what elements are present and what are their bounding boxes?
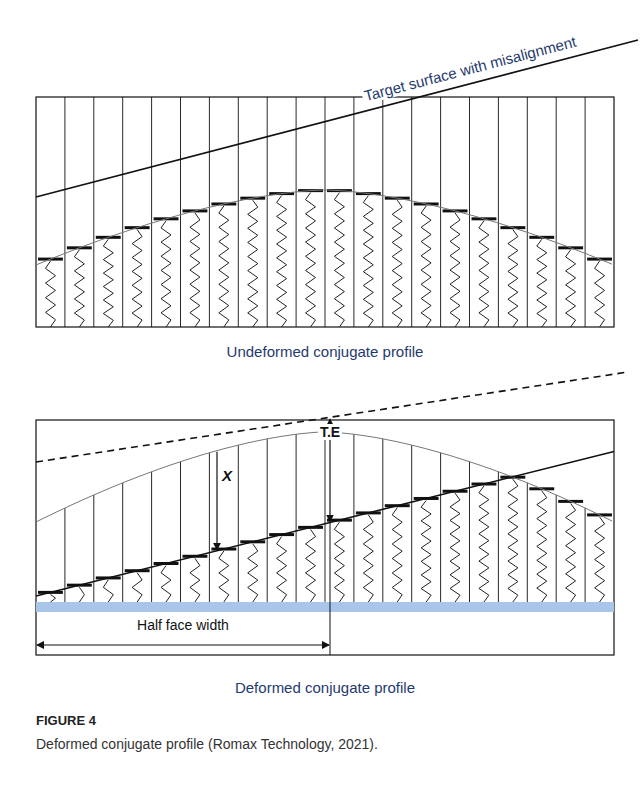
column-divider [498,472,499,602]
spring-symbol [161,566,171,603]
spring-symbol [248,544,258,602]
target-surface-line [36,452,614,597]
column-divider [556,97,557,327]
panel-frame [36,97,614,327]
spring-symbol [306,193,316,327]
spring-symbol [479,221,489,327]
x-label: X [222,467,232,484]
column-divider [122,97,123,327]
shifted-profile-curve [36,432,612,522]
spring-symbol [46,261,56,327]
column-divider [440,97,441,327]
spring-symbol [248,200,258,327]
column-divider [122,483,123,602]
column-divider [527,483,528,602]
column-divider [209,453,210,602]
spring-symbol [450,213,460,327]
column-divider [469,97,470,327]
spring-symbol [392,508,402,602]
conjugate-profile-curve [36,190,612,265]
panel-title: Deformed conjugate profile [235,679,415,696]
spring-symbol [595,261,605,327]
target-surface-line [36,40,638,197]
spring-symbol [219,206,229,327]
column-divider [64,97,65,327]
spring-symbol [219,551,229,602]
spring-symbol [190,213,200,327]
dimension-label: Half face width [137,617,229,633]
column-divider [296,434,297,602]
column-divider [411,445,412,602]
spring-symbol [103,580,113,602]
spring-symbol [450,493,460,602]
column-divider [267,439,268,602]
column-divider [382,97,383,327]
surface-label: Target surface with misalignment [360,32,580,105]
column-divider [585,508,586,602]
column-divider [382,439,383,602]
spring-symbol [74,250,84,327]
spring-symbol [508,479,518,602]
te-label: T.E [318,424,342,440]
spring-symbol [277,537,287,602]
spring-symbol [132,573,142,602]
column-divider [585,97,586,327]
spring-symbol [421,206,431,327]
spring-symbol [595,517,605,602]
spring-symbol [537,239,547,327]
column-divider [325,97,326,327]
column-divider [353,434,354,602]
column-divider [238,445,239,602]
spring-symbol [537,491,547,602]
spring-symbol [132,230,142,327]
spring-symbol [79,587,84,602]
spring-symbol [50,594,55,602]
column-divider [440,453,441,602]
spring-symbol [103,239,113,327]
spring-symbol [190,558,200,602]
column-divider [353,97,354,327]
panel-title: Undeformed conjugate profile [227,343,424,360]
spring-symbol [161,221,171,327]
x-arrow [216,452,217,550]
spring-symbol [566,503,576,602]
figure-caption: Deformed conjugate profile (Romax Techno… [36,736,606,752]
column-divider [411,97,412,327]
spring-symbol [392,200,402,327]
panel-frame [36,420,614,655]
column-divider [209,97,210,327]
column-divider [180,462,181,602]
column-divider [180,97,181,327]
column-divider [296,97,297,327]
column-divider [267,97,268,327]
column-divider [325,432,326,602]
spring-symbol [363,196,373,327]
spring-symbol [566,250,576,327]
spring-symbol [508,230,518,327]
figure-number: FIGURE 4 [36,714,96,729]
spring-symbol [421,501,431,603]
column-divider [151,472,152,602]
column-divider [469,462,470,602]
spring-symbol [306,529,316,602]
original-surface-line [36,372,628,462]
spring-symbol [334,193,344,327]
spring-symbol [334,522,344,602]
column-divider [527,97,528,327]
base-band [36,602,614,612]
dimension-tick [330,523,331,656]
spring-symbol [277,196,287,327]
dimension-arrow [37,644,329,645]
column-divider [238,97,239,327]
column-divider [93,97,94,327]
spring-symbol [363,515,373,602]
column-divider [498,97,499,327]
column-divider [151,97,152,327]
spring-symbol [479,486,489,602]
column-divider [556,495,557,602]
column-divider [93,495,94,602]
